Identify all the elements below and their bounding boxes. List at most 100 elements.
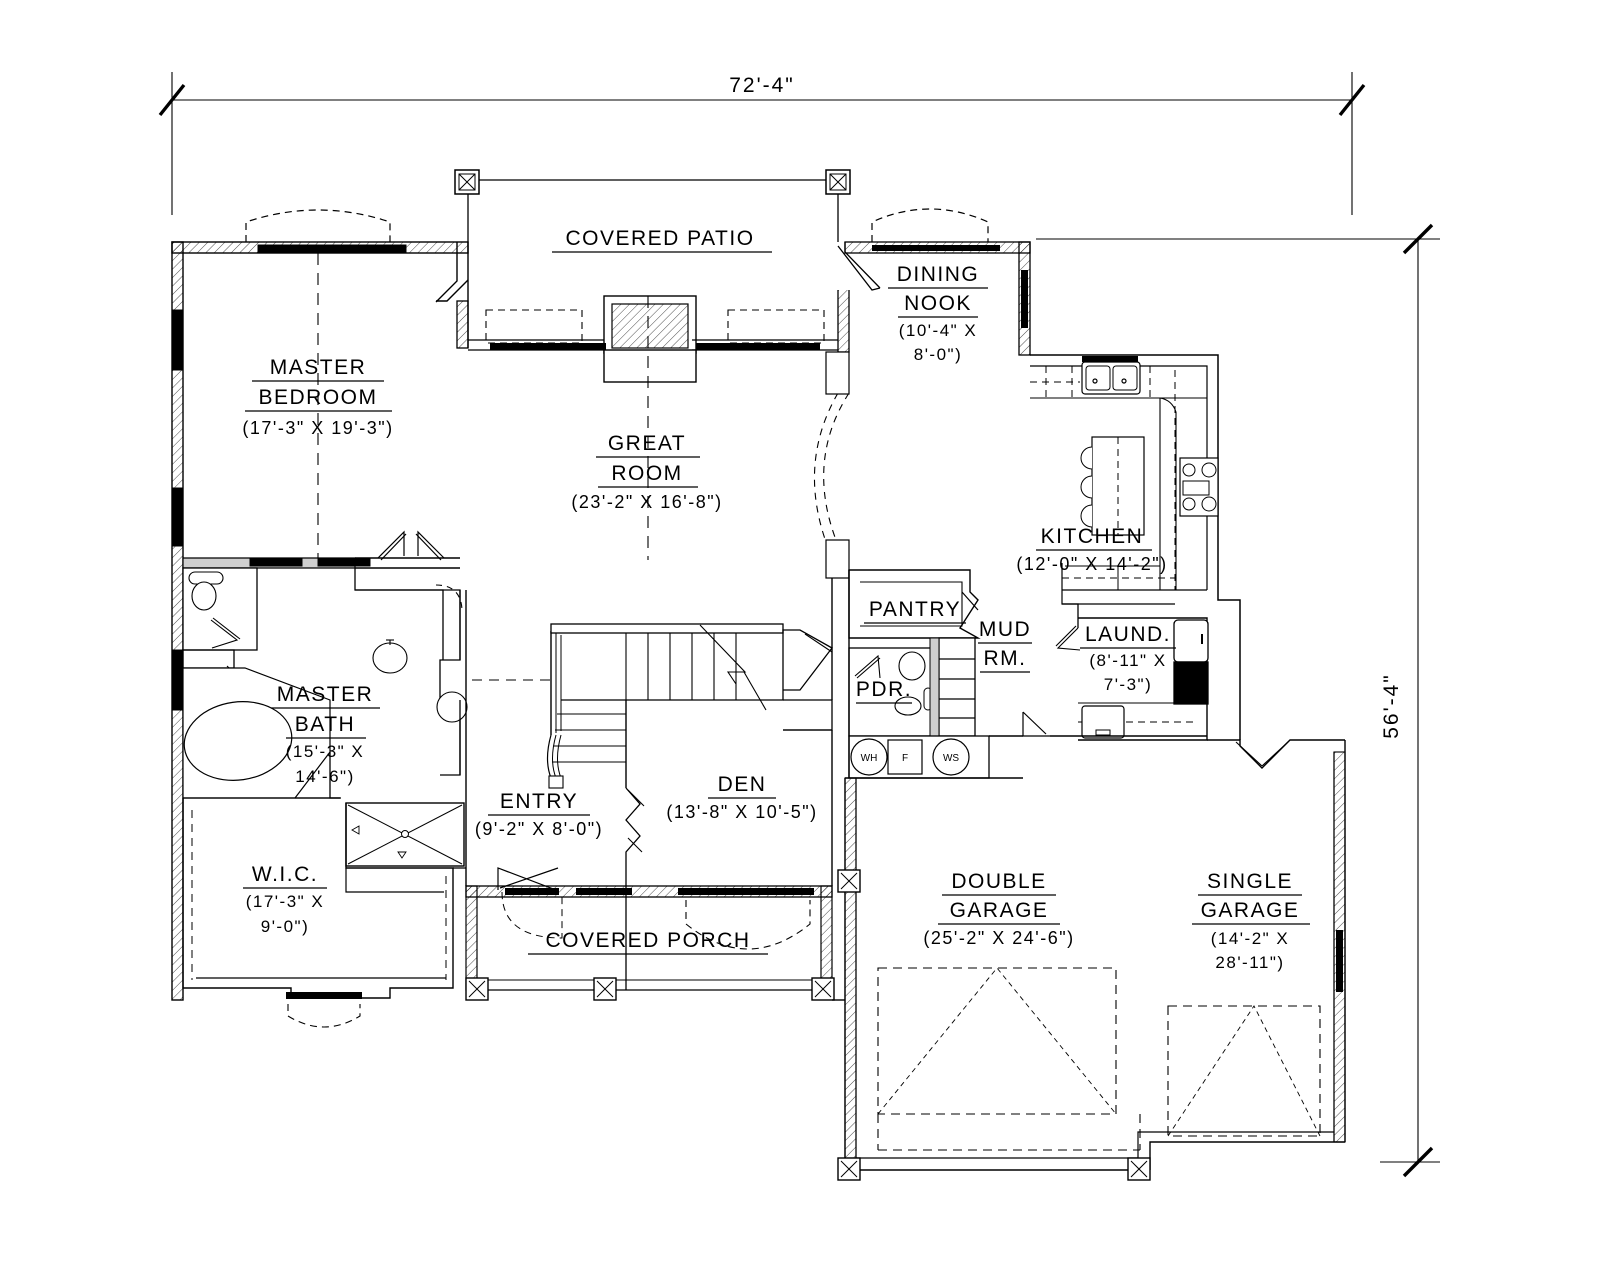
arch-jamb-bottom xyxy=(825,539,850,579)
svg-text:LAUND.: LAUND. xyxy=(1085,623,1171,646)
svg-text:(15'-3" X: (15'-3" X xyxy=(286,742,365,761)
svg-text:ROOM: ROOM xyxy=(611,462,682,485)
den-walls xyxy=(625,629,833,886)
svg-text:(13'-8" X 10'-5"): (13'-8" X 10'-5") xyxy=(666,802,817,822)
svg-text:GREAT: GREAT xyxy=(608,432,686,455)
fireplace xyxy=(603,295,697,383)
arched-window-dining xyxy=(871,208,989,242)
svg-text:(12'-0" X 14'-2"): (12'-0" X 14'-2") xyxy=(1016,554,1167,574)
sink-icon-master-1 xyxy=(372,642,408,674)
room-label-entry: ENTRY (9'-2" X 8'-0") xyxy=(475,790,603,839)
water-softener-label: WS xyxy=(943,753,959,764)
room-label-den: DEN (13'-8" X 10'-5") xyxy=(666,773,817,822)
sink-icon-powder xyxy=(894,696,922,716)
svg-text:(17'-3" X: (17'-3" X xyxy=(246,892,325,911)
door-master-bedroom xyxy=(377,530,445,561)
curved-arch-great-to-dining xyxy=(813,392,850,543)
wic-window xyxy=(286,992,362,999)
room-label-covered-patio: COVERED PATIO xyxy=(565,227,754,250)
water-softener-icon xyxy=(932,738,970,776)
room-label-single-garage: SINGLE GARAGE (14'-2" X 28'-11") xyxy=(1192,870,1310,972)
svg-text:(9'-2" X 8'-0"): (9'-2" X 8'-0") xyxy=(475,819,603,839)
porch-post-mid xyxy=(593,977,617,1001)
cooktop-icon xyxy=(1179,457,1219,517)
dimension-top xyxy=(158,72,1366,215)
svg-text:RM.: RM. xyxy=(984,647,1027,670)
bathtub-icon xyxy=(183,701,293,781)
dimension-right xyxy=(1036,223,1440,1178)
furnace-icon xyxy=(887,739,923,775)
room-label-pantry: PANTRY xyxy=(864,598,966,624)
interior-walls xyxy=(453,570,1079,886)
ridge-lines xyxy=(317,253,649,560)
svg-text:ENTRY: ENTRY xyxy=(500,790,578,813)
svg-text:(25'-2" X 24'-6"): (25'-2" X 24'-6") xyxy=(923,928,1074,948)
toilet-icon-master xyxy=(191,581,217,611)
furnace-label: F xyxy=(902,753,908,764)
svg-text:NOOK: NOOK xyxy=(904,292,972,315)
svg-text:(8'-11" X: (8'-11" X xyxy=(1089,651,1166,670)
svg-text:(17'-3" X 19'-3"): (17'-3" X 19'-3") xyxy=(242,418,393,438)
svg-text:(10'-4" X: (10'-4" X xyxy=(899,321,978,340)
room-label-great-room: GREAT ROOM (23'-2" X 16'-8") xyxy=(571,432,722,512)
svg-text:GARAGE: GARAGE xyxy=(950,899,1049,922)
porch-post-left xyxy=(465,977,489,1001)
garage-door-double xyxy=(877,967,1141,1151)
staircase xyxy=(546,623,784,789)
porch-post-right xyxy=(811,977,835,1001)
svg-text:(23'-2" X 16'-8"): (23'-2" X 16'-8") xyxy=(571,492,722,512)
svg-text:COVERED PORCH: COVERED PORCH xyxy=(545,929,750,952)
mechanical-row: WH F WS xyxy=(848,735,990,779)
patio-post-left xyxy=(454,169,480,195)
svg-text:14'-6"): 14'-6") xyxy=(295,767,354,786)
dining-nook-walls xyxy=(837,241,1031,356)
svg-text:SINGLE: SINGLE xyxy=(1207,870,1293,893)
svg-text:BATH: BATH xyxy=(295,713,355,736)
wic-area xyxy=(182,798,454,999)
toilet-icon-powder xyxy=(898,651,926,681)
shower-stall xyxy=(345,802,465,867)
great-room-north-wall xyxy=(468,309,838,351)
svg-text:8'-0"): 8'-0") xyxy=(914,345,963,364)
kitchen-sink-icon xyxy=(1081,359,1141,395)
svg-text:PANTRY: PANTRY xyxy=(869,598,961,621)
svg-text:PDR.: PDR. xyxy=(856,678,912,701)
patio-post-right xyxy=(825,169,851,195)
svg-text:DEN: DEN xyxy=(718,773,767,796)
laundry-area xyxy=(1055,617,1209,741)
covered-patio-structure xyxy=(454,169,851,242)
room-label-kitchen: KITCHEN (12'-0" X 14'-2") xyxy=(1016,525,1167,574)
kitchen-island xyxy=(1080,436,1145,536)
room-label-master-bedroom: MASTER BEDROOM (17'-3" X 19'-3") xyxy=(242,356,393,438)
svg-text:MASTER: MASTER xyxy=(277,683,374,706)
mud-room-stairs xyxy=(929,637,976,737)
garage-door-single xyxy=(1167,1005,1321,1137)
room-label-covered-porch: COVERED PORCH xyxy=(528,929,768,955)
covered-porch-structure xyxy=(465,867,835,1001)
water-heater-icon xyxy=(850,738,888,776)
room-label-wic: W.I.C. (17'-3" X 9'-0") xyxy=(243,863,327,936)
svg-text:KITCHEN: KITCHEN xyxy=(1041,525,1144,548)
room-label-mud-room: MUD RM. xyxy=(978,618,1032,673)
svg-text:MUD: MUD xyxy=(979,618,1031,641)
pantry-area xyxy=(848,569,981,639)
svg-text:W.I.C.: W.I.C. xyxy=(252,863,318,886)
washer-icon xyxy=(1173,661,1209,705)
svg-text:(14'-2" X: (14'-2" X xyxy=(1211,929,1290,948)
svg-text:DOUBLE: DOUBLE xyxy=(951,870,1046,893)
svg-text:7'-3"): 7'-3") xyxy=(1104,675,1153,694)
svg-text:28'-11"): 28'-11") xyxy=(1215,953,1284,972)
room-label-double-garage: DOUBLE GARAGE (25'-2" X 24'-6") xyxy=(923,870,1074,948)
arch-jamb-top xyxy=(825,351,850,395)
arch-opening xyxy=(435,584,463,613)
room-label-master-bath: MASTER BATH (15'-3" X 14'-6") xyxy=(271,683,380,786)
water-heater-label: WH xyxy=(861,753,878,764)
garage-posts xyxy=(837,869,1151,1181)
kitchen-area xyxy=(1030,354,1241,740)
dimension-right-label: 56'-4" xyxy=(1380,673,1403,739)
room-label-powder: PDR. xyxy=(856,678,912,704)
master-bath-area xyxy=(182,567,468,799)
arched-window-wic xyxy=(287,1004,361,1028)
